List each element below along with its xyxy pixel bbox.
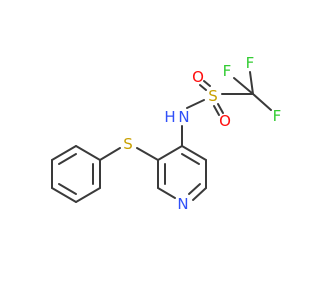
ring-c4-c3: [157, 145, 183, 161]
molecule-structure: F F F S O O H N S N: [51, 54, 281, 213]
ring-c5-c4: [181, 145, 207, 161]
ring-n-c6-double: [188, 183, 201, 195]
bond-c3-s: [136, 147, 159, 161]
atom-f-left: F: [223, 62, 232, 80]
bond-s-o-bottom-b: [213, 105, 220, 116]
atom-labels: F F F S O O H N S N: [123, 54, 281, 213]
phenyl-c3-c4: [51, 187, 77, 203]
atom-o-bottom: O: [219, 112, 231, 130]
bond-c-f-left: [233, 77, 254, 95]
bond-s-n: [186, 99, 205, 109]
atom-h: H: [164, 108, 175, 126]
atom-s-sulfonyl: S: [208, 87, 218, 105]
bond-s-o-top-a: [203, 80, 211, 87]
phenyl-c5-c6-double: [58, 153, 77, 165]
atom-o-top: O: [192, 68, 204, 86]
bond-s-phenyl: [99, 147, 121, 161]
phenyl-c6-c1: [75, 145, 101, 161]
atom-f-right: F: [273, 107, 282, 125]
atom-s-thio: S: [123, 135, 133, 153]
ring-c5-c4-double: [181, 153, 200, 165]
atom-n-amine: N: [178, 108, 189, 126]
phenyl-c3-c4-double: [58, 183, 77, 195]
bonds: [51, 71, 272, 203]
atom-n-pyridine: N: [177, 195, 188, 213]
bond-c-f-top: [249, 71, 254, 95]
phenyl-c5-c6: [51, 145, 77, 161]
bond-s-o-bottom-a: [217, 103, 224, 114]
bond-s-o-top-b: [199, 84, 207, 91]
ring-c2-n: [157, 187, 176, 199]
ring-n-c6: [192, 187, 207, 201]
phenyl-c2-c3: [75, 187, 101, 203]
atom-f-top: F: [246, 54, 255, 72]
bond-c-f-right: [252, 93, 272, 111]
